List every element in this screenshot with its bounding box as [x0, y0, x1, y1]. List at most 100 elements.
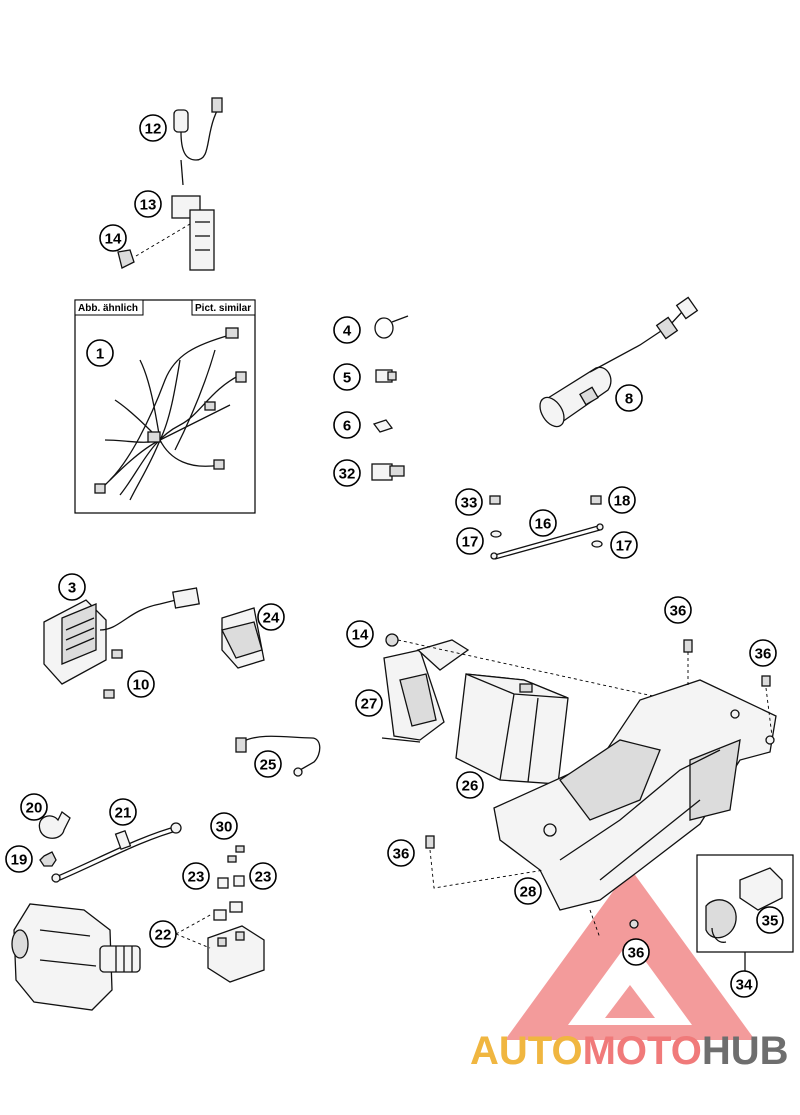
- watermark-moto: MOTO: [583, 1029, 702, 1073]
- holder-part-6: [372, 419, 394, 433]
- svg-text:22: 22: [155, 927, 172, 944]
- bolt-part-14: [385, 633, 736, 715]
- callout-20: 20: [20, 793, 48, 821]
- svg-text:1: 1: [96, 346, 104, 363]
- callout-14-mid: 14: [346, 620, 374, 648]
- callout-10: 10: [127, 670, 155, 698]
- svg-text:13: 13: [140, 197, 157, 214]
- svg-text:6: 6: [343, 418, 351, 435]
- callout-36-b: 36: [749, 639, 777, 667]
- callout-30: 30: [210, 812, 238, 840]
- inset-label-english: Pict. similar: [195, 303, 251, 314]
- wiring-harness-inset: [74, 299, 256, 514]
- relay-cover-part-24: [221, 607, 265, 669]
- svg-text:28: 28: [520, 884, 537, 901]
- svg-text:36: 36: [628, 945, 645, 962]
- callout-36-c: 36: [387, 839, 415, 867]
- callout-36-a: 36: [664, 596, 692, 624]
- callout-17-left: 17: [456, 527, 484, 555]
- callout-26: 26: [456, 771, 484, 799]
- svg-text:14: 14: [352, 627, 369, 644]
- callout-22: 22: [149, 920, 177, 948]
- callout-8: 8: [615, 384, 643, 412]
- callout-5: 5: [333, 363, 361, 391]
- callout-23-right: 23: [249, 862, 277, 890]
- svg-text:8: 8: [625, 391, 633, 408]
- svg-text:32: 32: [339, 466, 356, 483]
- ground-cable-part-16: [489, 495, 604, 560]
- svg-text:27: 27: [361, 696, 378, 713]
- capacitor-part-8: [539, 296, 699, 428]
- svg-text:3: 3: [68, 580, 76, 597]
- callout-12: 12: [139, 114, 167, 142]
- inset-label-german: Abb. ähnlich: [78, 303, 138, 314]
- bolt-part-14-top: [117, 249, 135, 269]
- callout-6: 6: [333, 411, 361, 439]
- clip-part-5: [375, 369, 397, 383]
- svg-text:36: 36: [670, 603, 687, 620]
- callout-28: 28: [514, 877, 542, 905]
- fuses-part-30: [227, 845, 245, 863]
- callout-33: 33: [455, 488, 483, 516]
- watermark-text: AUTOMOTOHUB: [470, 1029, 789, 1073]
- svg-text:12: 12: [145, 121, 162, 138]
- cable-part-25: [235, 735, 321, 777]
- connector-part-32: [371, 463, 405, 481]
- battery-holder-part-27: [381, 639, 470, 743]
- svg-text:21: 21: [115, 805, 132, 822]
- svg-text:17: 17: [462, 534, 479, 551]
- callout-36-d: 36: [622, 938, 650, 966]
- svg-text:19: 19: [11, 852, 28, 869]
- cap-part-20: [38, 811, 71, 839]
- voltage-regulator-part-3: [43, 587, 200, 699]
- callout-25: 25: [254, 750, 282, 778]
- svg-text:18: 18: [614, 493, 631, 510]
- svg-text:23: 23: [255, 869, 272, 886]
- svg-text:34: 34: [736, 977, 753, 994]
- switch-cable-part-12: [173, 97, 223, 186]
- relay-bracket-part-13: [135, 195, 215, 271]
- nut-part-19: [39, 851, 57, 867]
- svg-text:10: 10: [133, 677, 150, 694]
- svg-text:5: 5: [343, 370, 351, 387]
- svg-text:17: 17: [616, 538, 633, 555]
- battery-part-26: [455, 673, 569, 785]
- callout-16: 16: [529, 509, 557, 537]
- relay-part-22: [175, 901, 265, 983]
- svg-text:24: 24: [263, 610, 280, 627]
- svg-text:AUTOMOTOHUB: AUTOMOTOHUB: [470, 1029, 789, 1073]
- callout-18: 18: [608, 486, 636, 514]
- callout-3: 3: [58, 573, 86, 601]
- svg-text:23: 23: [188, 869, 205, 886]
- inset-box-part-34: [696, 854, 794, 972]
- svg-text:16: 16: [535, 516, 552, 533]
- callout-27: 27: [355, 689, 383, 717]
- watermark-auto: AUTO: [470, 1029, 583, 1073]
- svg-text:4: 4: [343, 323, 352, 340]
- callout-4: 4: [333, 316, 361, 344]
- svg-text:20: 20: [26, 800, 43, 817]
- starter-motor: [11, 903, 141, 1011]
- rear-frame-part-28: [425, 639, 777, 939]
- callout-1: 1: [86, 339, 114, 367]
- svg-text:30: 30: [216, 819, 233, 836]
- watermark-hub: HUB: [702, 1029, 789, 1073]
- callout-35: 35: [756, 906, 784, 934]
- fuses-part-23: [217, 875, 245, 889]
- cable-tie-part-4: [374, 315, 409, 339]
- svg-text:25: 25: [260, 757, 277, 774]
- callout-23-left: 23: [182, 862, 210, 890]
- starter-cable-part-21: [51, 822, 182, 883]
- callout-14-top: 14: [99, 224, 127, 252]
- svg-text:36: 36: [393, 846, 410, 863]
- svg-text:14: 14: [105, 231, 122, 248]
- callout-21: 21: [109, 798, 137, 826]
- callout-19: 19: [5, 845, 33, 873]
- callout-32: 32: [333, 459, 361, 487]
- svg-text:26: 26: [462, 778, 479, 795]
- callout-17-right: 17: [610, 531, 638, 559]
- callout-13: 13: [134, 190, 162, 218]
- callout-24: 24: [257, 603, 285, 631]
- svg-text:33: 33: [461, 495, 478, 512]
